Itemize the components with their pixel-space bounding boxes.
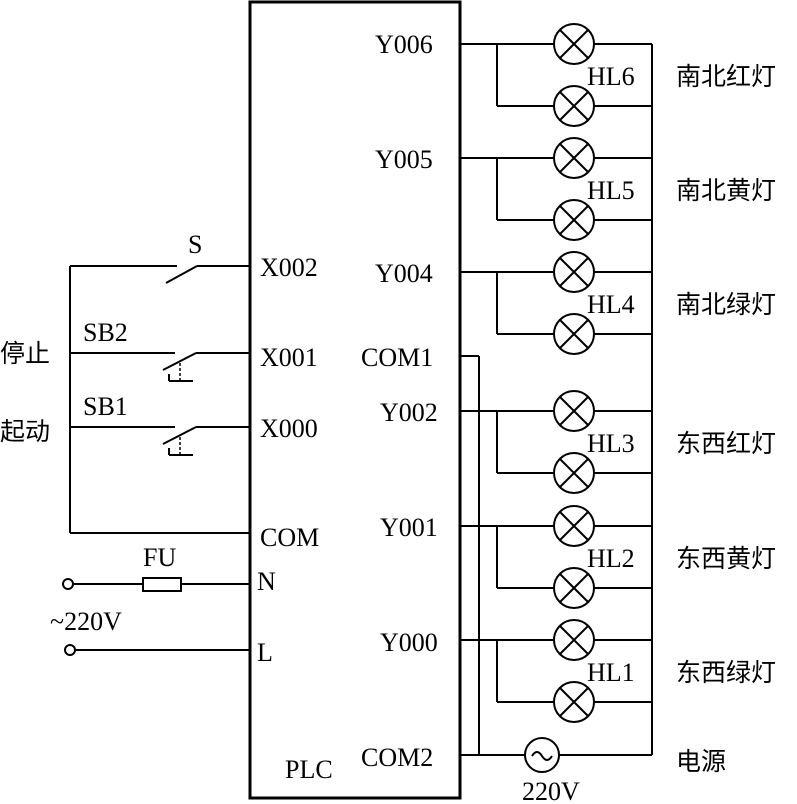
switch-s[interactable] [70,265,250,284]
ac-source-icon [524,737,560,773]
lamp-id: HL3 [587,429,635,458]
plc-box [248,0,462,800]
terminal-y001: Y001 [380,513,438,542]
start-label: 起动 [0,417,50,446]
pushbutton-sb2[interactable] [70,352,250,382]
lamp-description: 东西绿灯 [676,658,776,687]
lamp-icon [553,137,595,179]
lamp-description: 南北红灯 [676,62,776,91]
sb1-label: SB1 [83,392,128,421]
terminal-x002: X002 [260,253,318,282]
switch-s-label: S [188,230,202,259]
power-line-n [62,577,250,592]
lamp-id: HL2 [587,544,635,573]
lamp-icon [553,681,595,723]
lamp-icon [553,85,595,127]
lamp-description: 东西黄灯 [676,544,776,573]
lamp-id: HL5 [587,176,635,205]
input-voltage-label: ~220V [50,607,122,636]
sb2-label: SB2 [83,318,128,347]
lamp-icon [553,390,595,432]
power-line-l [64,644,250,656]
lamp-icon [553,199,595,241]
lamp-description: 南北黄灯 [676,176,776,205]
supply-voltage: 220V [522,777,580,804]
lamp-icon [553,567,595,609]
terminal-y005: Y005 [375,145,433,174]
lamp-icon [553,313,595,355]
lamp-icon [553,619,595,661]
terminal-n: N [257,567,276,596]
terminal-x001: X001 [260,343,318,372]
lamp-icon [553,505,595,547]
lamp-id: HL4 [587,290,635,319]
terminal-l: L [257,638,273,667]
lamp-description: 东西红灯 [676,429,776,458]
lamp-icon [553,23,595,65]
stop-label: 停止 [0,339,50,368]
plc-label: PLC [285,755,333,784]
lamp-groups: HL6 南北红灯 HL5 南北黄灯 HL4 南北绿灯 HL3 东西红灯 HL2 东西黄灯 HL1 东西… [460,23,776,723]
lamp-icon [553,251,595,293]
terminal-x000: X000 [260,414,318,443]
fuse-label: FU [143,543,176,572]
lamp-pair-hl4: HL4 南北绿灯 [460,251,776,355]
lamp-icon [553,452,595,494]
lamp-pair-hl1: HL1 东西绿灯 [460,619,776,723]
pushbutton-sb1[interactable] [70,426,250,456]
lamp-pair-hl2: HL2 东西黄灯 [460,505,776,609]
terminal-com2: COM2 [361,743,433,772]
supply-label: 电源 [676,747,726,776]
lamp-id: HL6 [587,62,635,91]
lamp-description: 南北绿灯 [676,290,776,319]
terminal-y002: Y002 [380,398,438,427]
terminal-y004: Y004 [375,259,433,288]
terminal-com: COM [260,523,319,552]
lamp-pair-hl3: HL3 东西红灯 [460,390,776,494]
fuse-icon [142,577,182,592]
lamp-pair-hl5: HL5 南北黄灯 [460,137,776,241]
terminal-com1: COM1 [361,343,433,372]
terminal-y000: Y000 [380,628,438,657]
lamp-pair-hl6: HL6 南北红灯 [460,23,776,127]
terminal-y006: Y006 [375,30,433,59]
lamp-id: HL1 [587,658,635,687]
